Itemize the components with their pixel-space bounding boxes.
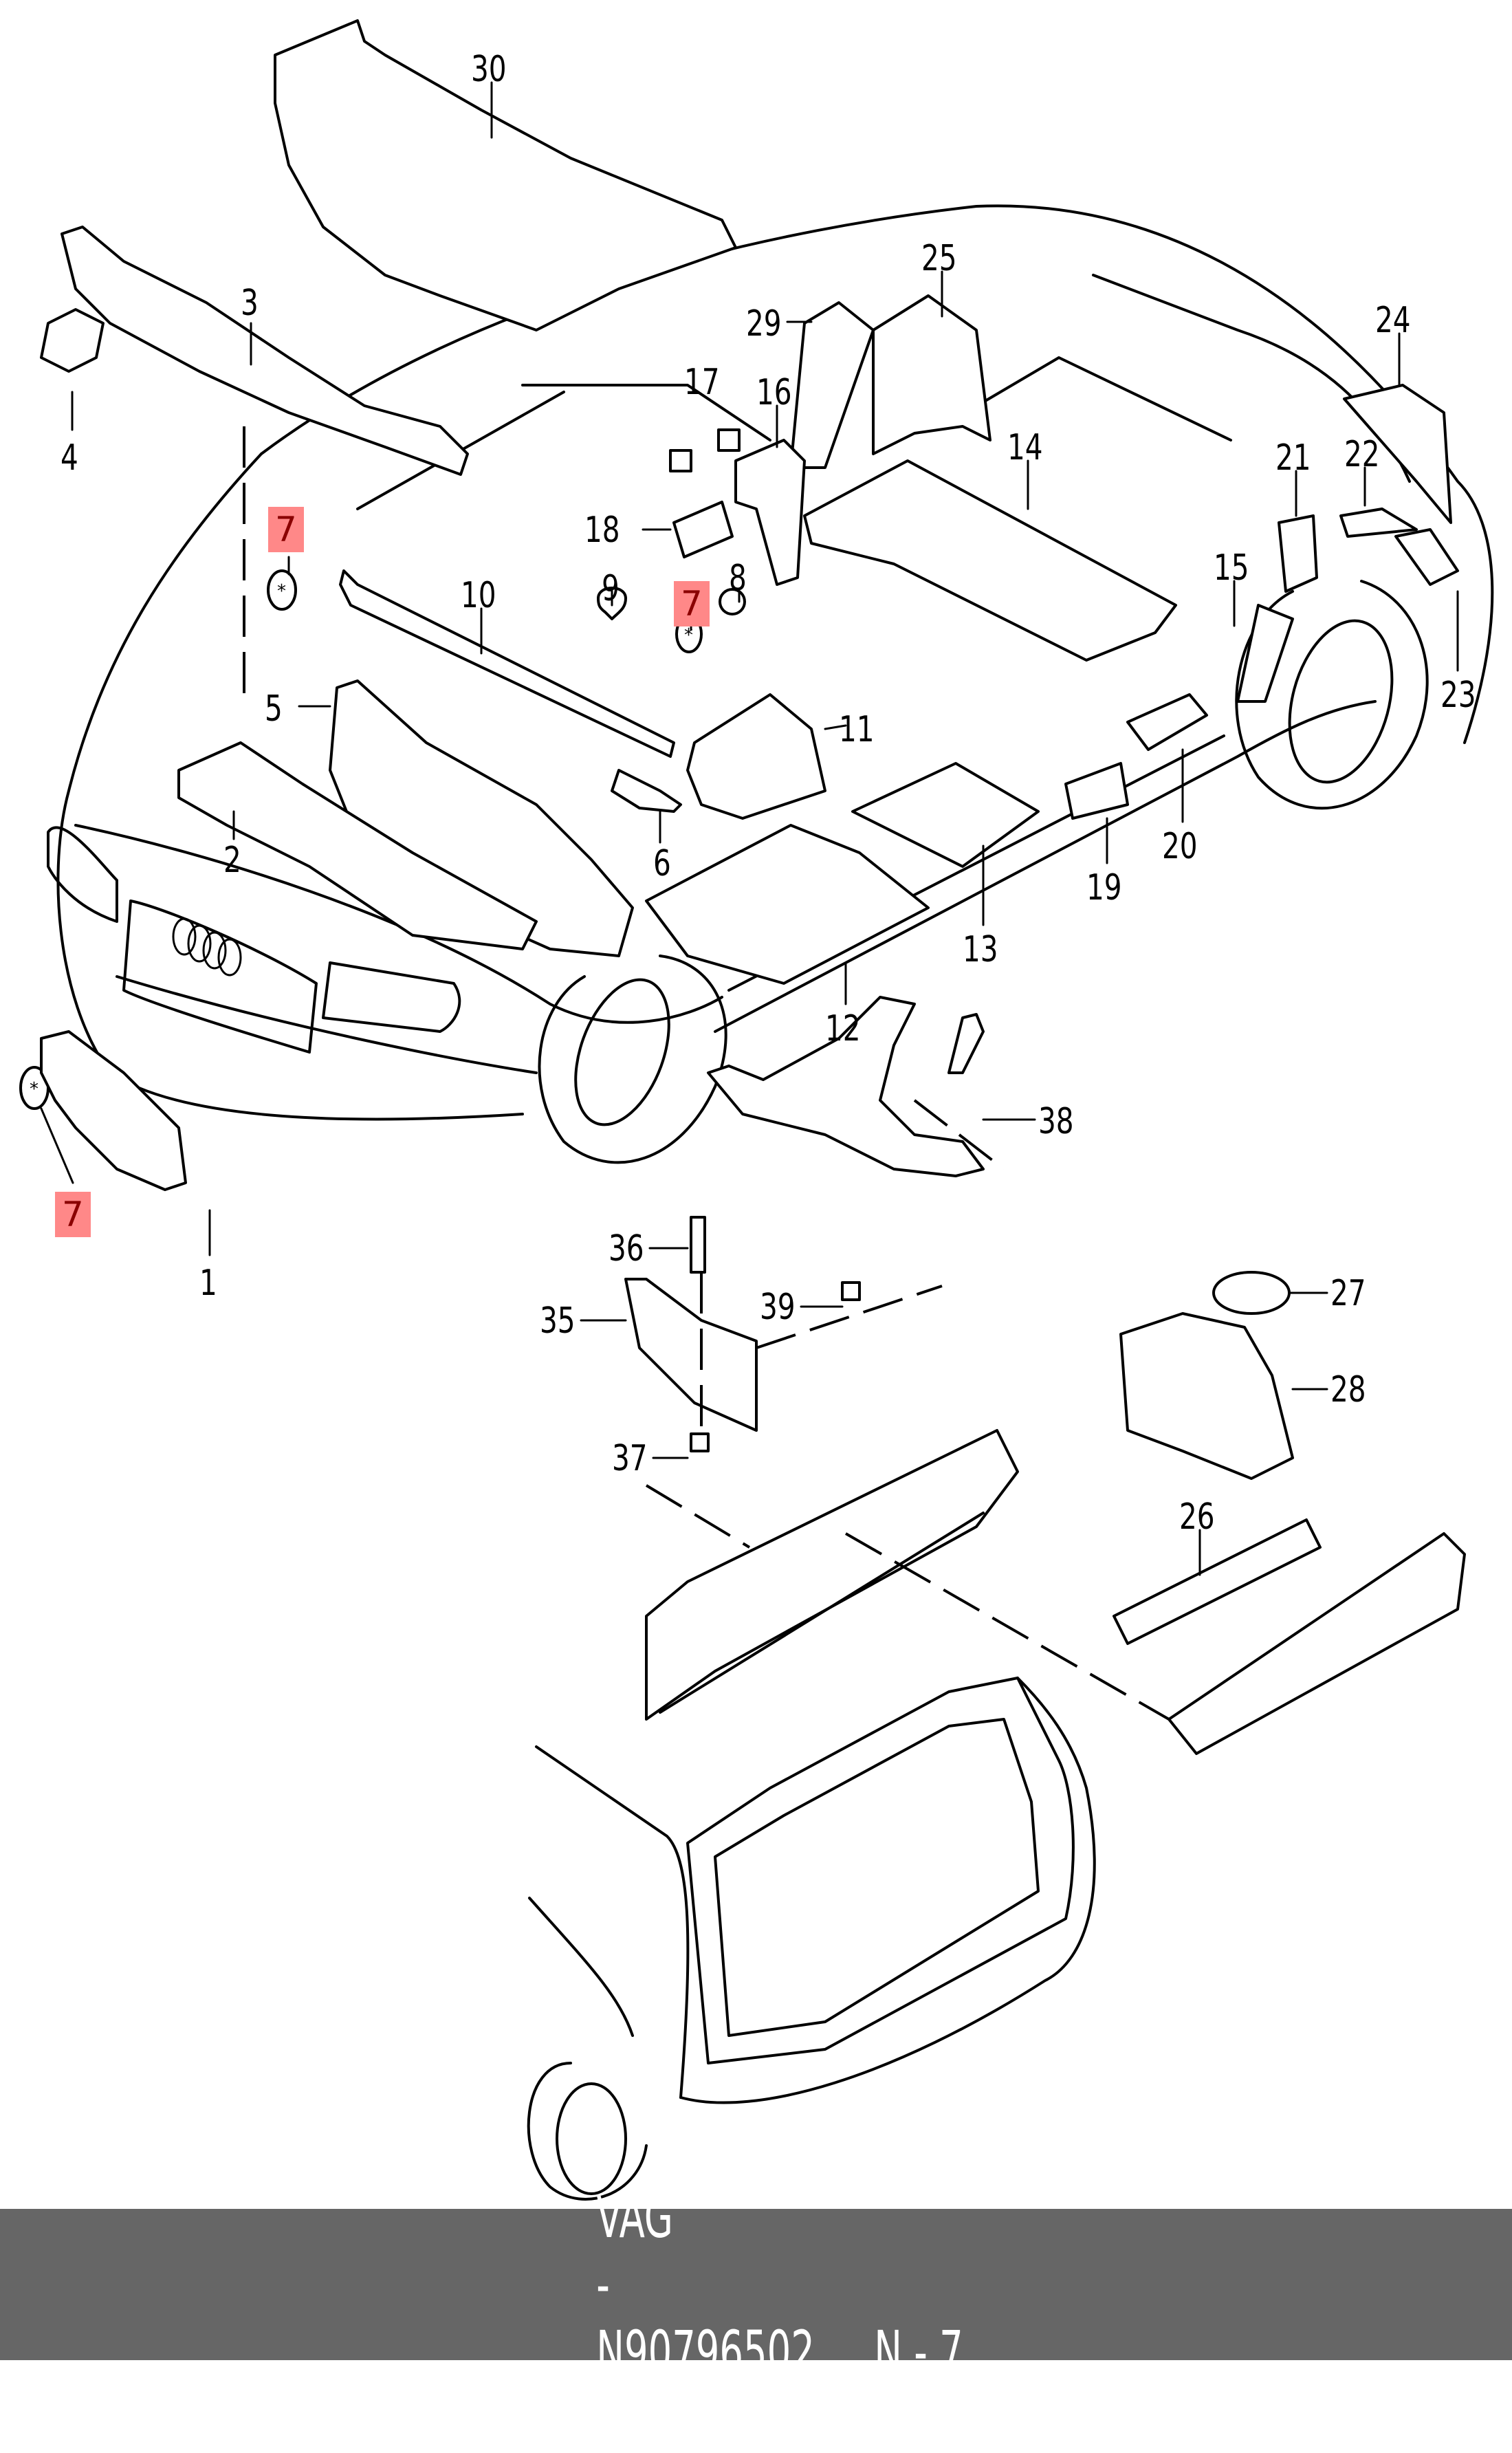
callout-13: 13 [963, 929, 998, 970]
footer-text: VAG - N90796502 N - 7 [549, 2116, 963, 2453]
part-2-hood-insulation [177, 741, 538, 950]
part-number: N90796502 [596, 2318, 815, 2386]
part-22-arch-pad [1339, 508, 1418, 538]
svg-text:*: * [684, 625, 693, 646]
part-7-washer-c: * [19, 1066, 50, 1110]
part-25-pillar-trim [872, 294, 991, 455]
callout-6: 6 [653, 843, 671, 884]
part-4-clip [40, 308, 105, 373]
callout-25: 25 [921, 238, 957, 279]
callout-7-highlighted[interactable]: 7 [674, 581, 710, 626]
part-28-cover [1119, 1312, 1294, 1480]
assembly-lines [243, 426, 1170, 1721]
part-6-pad [611, 769, 682, 813]
part-3-front-trim [61, 226, 469, 476]
part-38-bracket [947, 1013, 985, 1074]
part-21-block [1278, 514, 1318, 593]
callout-10: 10 [461, 575, 496, 616]
part-17-block-b [717, 428, 741, 452]
part-36-bolt [690, 1216, 706, 1274]
part-control-arm [707, 996, 985, 1177]
part-30-floor-insulation [274, 19, 737, 331]
svg-text:*: * [277, 581, 286, 602]
part-29-pillar-strip [789, 301, 875, 469]
callout-7-highlighted[interactable]: 7 [55, 1192, 91, 1237]
part-23-arch-liner [1394, 528, 1459, 586]
callout-28: 28 [1330, 1369, 1366, 1410]
part-11-tunnel-insulation [686, 693, 826, 820]
diagram-drawing: * * * [19, 19, 1494, 2201]
svg-text:*: * [30, 1079, 39, 1100]
callout-3: 3 [241, 283, 259, 324]
part-12-front-floor [645, 824, 930, 985]
separator: - [596, 2251, 610, 2318]
callout-15: 15 [1214, 547, 1249, 589]
part-sill-trim [1168, 1532, 1466, 1755]
callout-14: 14 [1007, 427, 1043, 468]
part-27-washer [1212, 1271, 1291, 1315]
callout-16: 16 [756, 372, 792, 413]
callout-4: 4 [61, 437, 78, 479]
callout-23: 23 [1440, 675, 1476, 716]
part-17-block-a [669, 449, 692, 472]
callout-35: 35 [540, 1300, 576, 1342]
part-19-block [1064, 762, 1129, 820]
parts-diagram: * * * [19, 19, 1494, 2201]
brand-label: VAG [596, 2183, 673, 2251]
callout-30: 30 [471, 49, 507, 90]
callout-9: 9 [602, 568, 620, 609]
callout-5: 5 [265, 688, 283, 730]
part-39-nut [841, 1281, 861, 1301]
callout-18: 18 [584, 510, 620, 551]
callout-26: 26 [1179, 1496, 1215, 1538]
callout-12: 12 [825, 1008, 861, 1049]
part-10-cowl-strip [339, 569, 675, 758]
rear-car-outline [527, 1429, 1096, 2201]
callout-7-highlighted[interactable]: 7 [268, 507, 304, 552]
callout-24: 24 [1375, 300, 1411, 341]
callout-11: 11 [839, 709, 875, 750]
part-16-bracket [734, 439, 806, 586]
part-37-nut [690, 1432, 710, 1452]
callout-1: 1 [199, 1263, 217, 1304]
callout-2: 2 [223, 840, 241, 881]
part-35-shield [624, 1278, 758, 1432]
callout-22: 22 [1344, 434, 1380, 475]
part-1-bumper-insulation [40, 1030, 187, 1191]
callout-17: 17 [684, 362, 720, 403]
callout-8: 8 [729, 558, 747, 599]
part-24-arch-trim [1343, 384, 1452, 524]
callout-21: 21 [1275, 437, 1311, 479]
part-13-rear-floor [851, 762, 1040, 868]
part-14-seat-pan [803, 459, 1177, 662]
leader-lines [40, 81, 1459, 1576]
callout-20: 20 [1162, 826, 1198, 867]
part-7-washer-a: * [267, 569, 297, 611]
callout-19: 19 [1086, 867, 1122, 908]
part-number-footer: VAG - N90796502 N - 7 [0, 2183, 1512, 2386]
callout-39: 39 [760, 1287, 796, 1328]
callout-37: 37 [612, 1438, 648, 1479]
callout-36: 36 [609, 1228, 644, 1269]
callout-38: 38 [1038, 1101, 1074, 1142]
part-15-arch-strip [1236, 604, 1294, 703]
part-26-pad [1113, 1518, 1322, 1645]
part-18-block [672, 501, 734, 558]
part-20-block [1126, 693, 1208, 751]
position-label: N - 7 [874, 2318, 963, 2386]
callout-27: 27 [1330, 1273, 1366, 1314]
callout-29: 29 [746, 303, 782, 345]
